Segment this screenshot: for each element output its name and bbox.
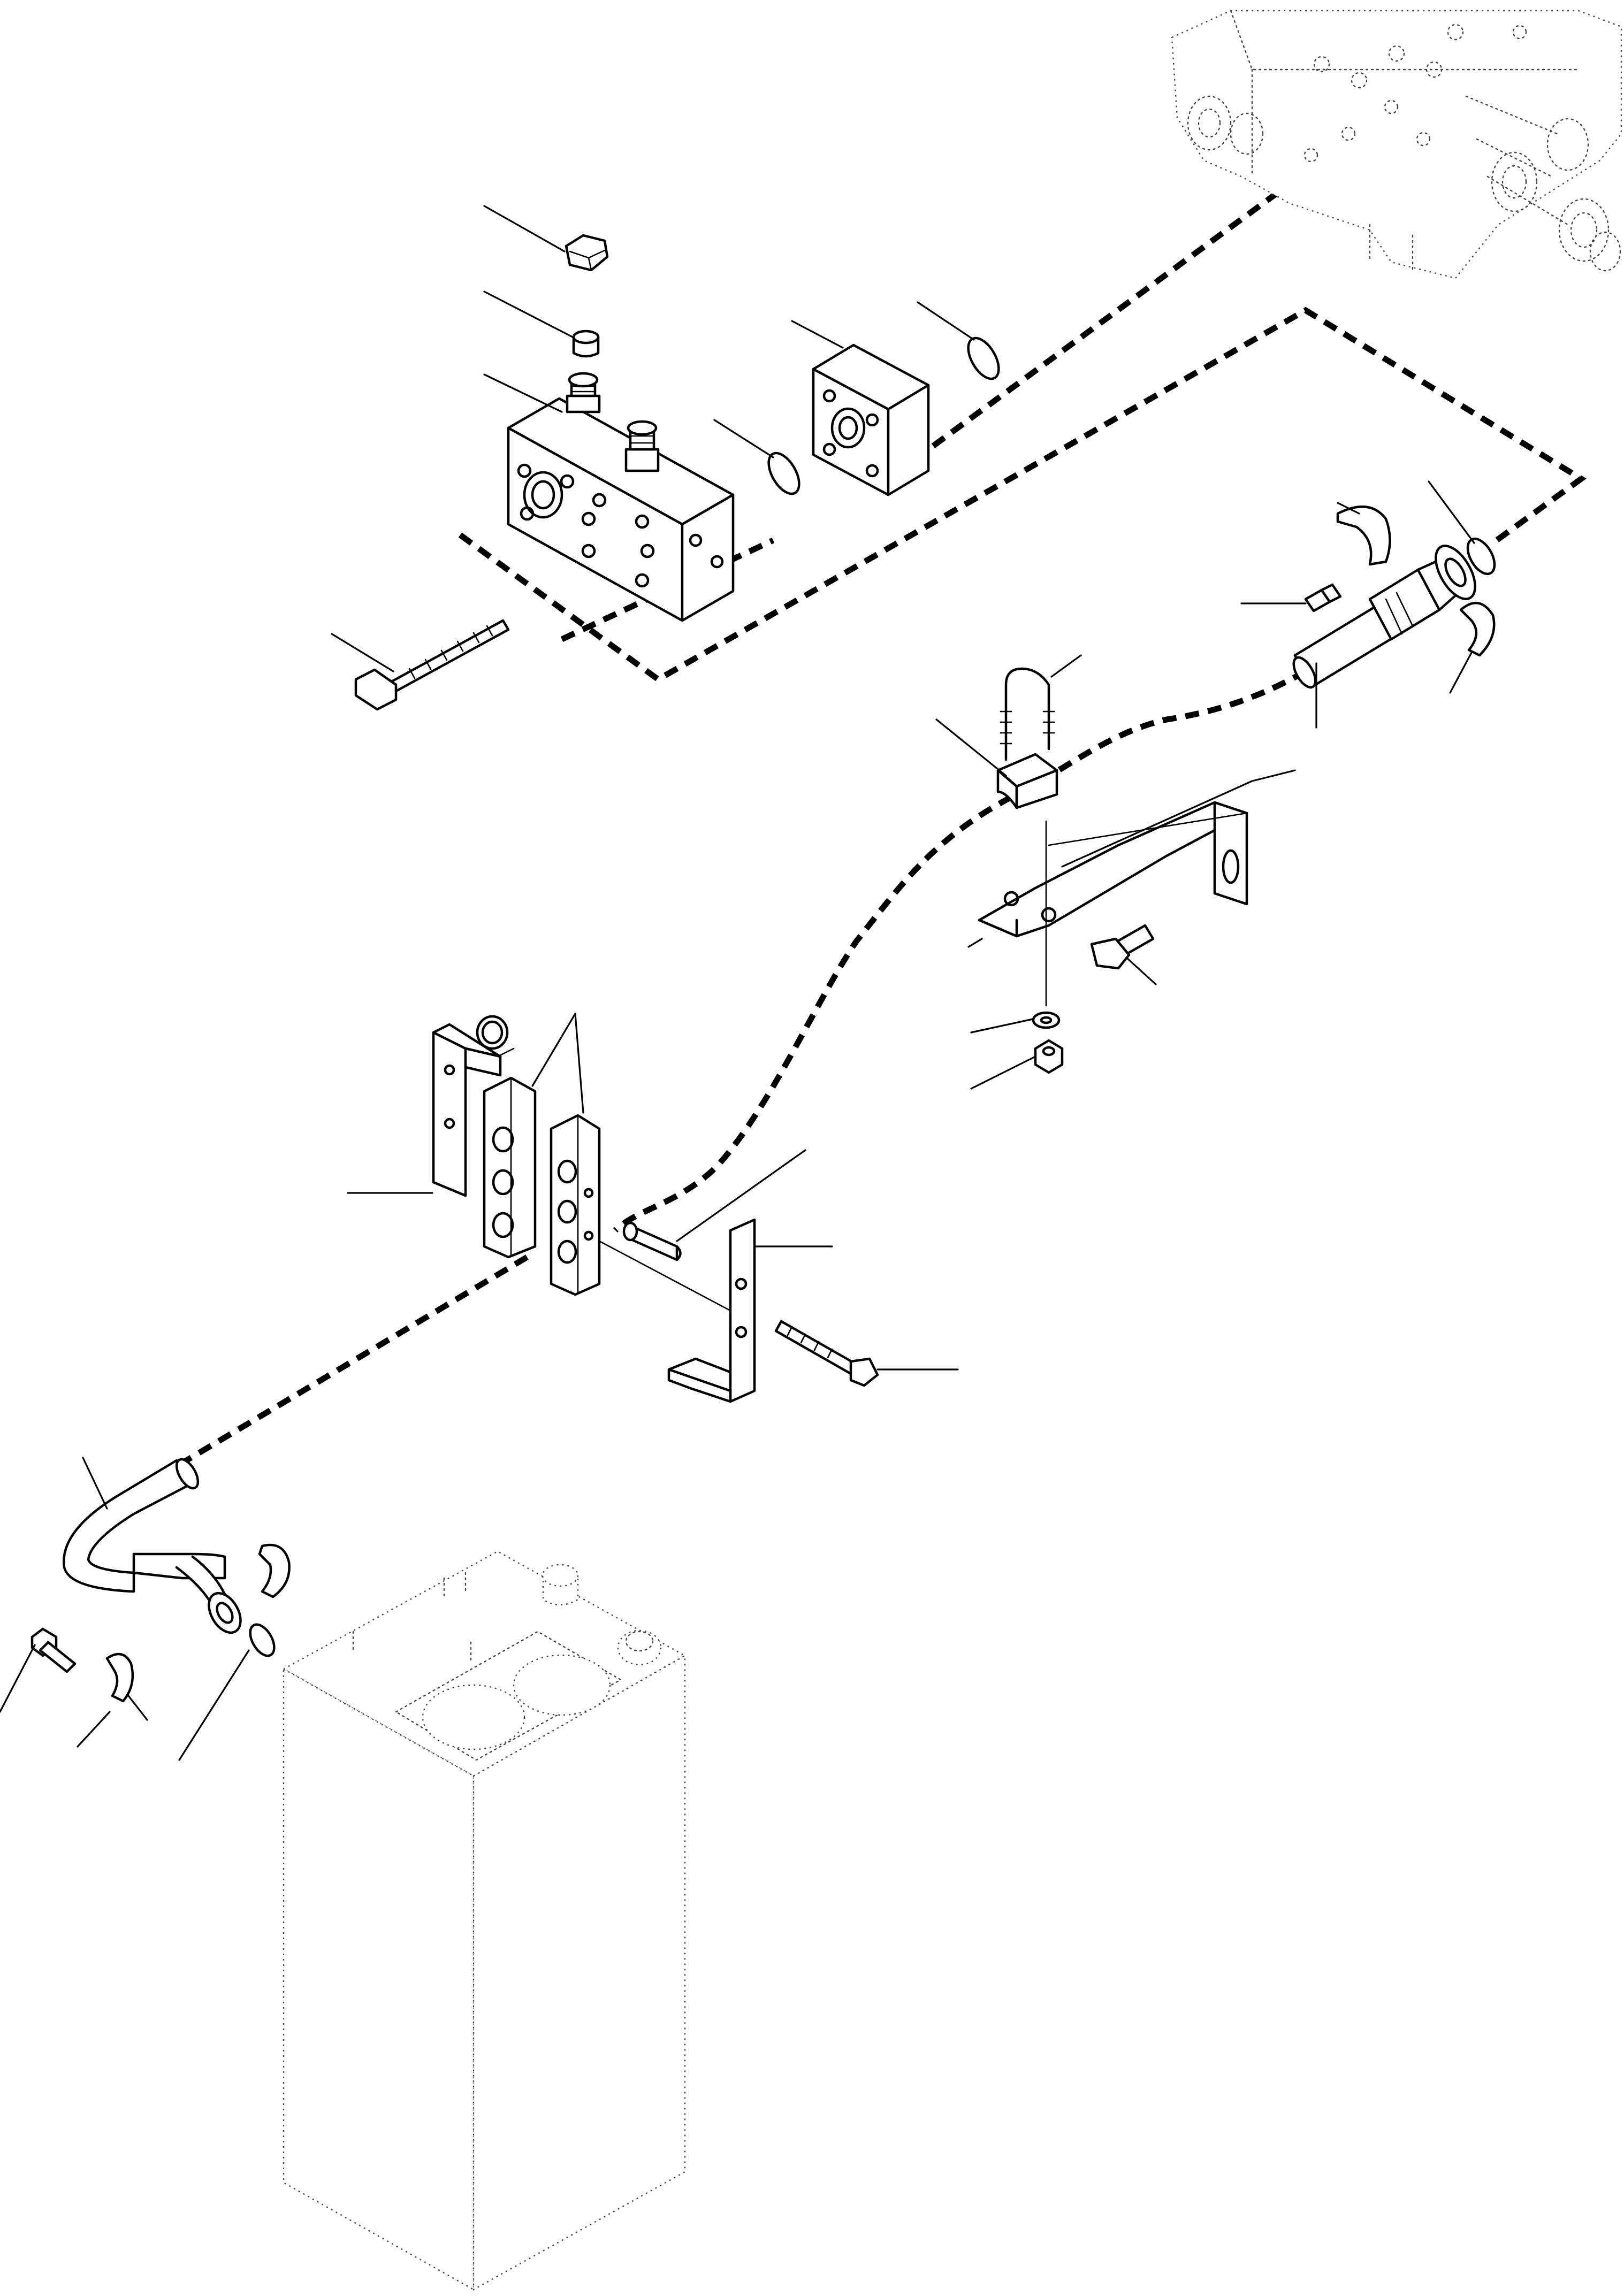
leader-lines xyxy=(0,205,1475,1761)
flange-adapter xyxy=(812,343,930,496)
leader-line xyxy=(1050,654,1082,678)
spacer-sleeve xyxy=(622,1221,682,1261)
long-bolt xyxy=(354,619,510,711)
leader-line xyxy=(0,1644,36,1713)
oil-tank xyxy=(282,1550,687,2291)
leader-line xyxy=(1337,502,1360,515)
leader-line xyxy=(1428,480,1475,544)
leader-line xyxy=(917,301,975,341)
washer xyxy=(1032,1011,1061,1029)
leader-line xyxy=(483,205,566,252)
control-valve-assembly xyxy=(1171,10,1622,279)
leader-line xyxy=(791,320,844,349)
leader-line xyxy=(127,1695,148,1721)
u-bolt xyxy=(1000,667,1055,761)
cap-nut xyxy=(565,234,609,272)
leader-line xyxy=(483,373,563,413)
l-bracket-right xyxy=(667,1218,756,1403)
flange-bolt xyxy=(1090,924,1155,970)
o-rings xyxy=(249,336,1496,1657)
leader-line xyxy=(676,1149,806,1242)
clamp-half-upper xyxy=(1336,505,1391,566)
dashed-path-return-loop xyxy=(458,307,1587,683)
fitting-upper xyxy=(566,372,601,414)
leader-line xyxy=(970,1055,1036,1090)
leader-line xyxy=(531,1013,576,1087)
support-bracket xyxy=(978,801,1248,938)
leader-line xyxy=(970,1018,1034,1034)
clamp-axis xyxy=(598,1240,731,1312)
l-bracket-left xyxy=(432,1023,502,1197)
dashed-path-hose-lower xyxy=(180,1254,529,1466)
clamp-bolt xyxy=(774,1320,879,1387)
dashed-path-flange-to-control-valve xyxy=(875,167,1310,489)
valve-block xyxy=(507,397,735,622)
dashed-path-hose xyxy=(613,669,1307,1233)
leader-line xyxy=(713,419,774,458)
small-screw xyxy=(1304,583,1342,613)
leader-line xyxy=(82,1457,108,1510)
clamp-plate-left xyxy=(483,1076,537,1259)
clamp-block xyxy=(996,753,1058,809)
leader-line xyxy=(1449,652,1473,694)
hose-fitting-upper xyxy=(1292,545,1476,689)
leader-line xyxy=(331,633,394,672)
nut xyxy=(1034,1039,1064,1074)
leader-line xyxy=(483,290,574,338)
clamp-plate-right xyxy=(550,1114,601,1296)
clamp-half-lower-left-a xyxy=(258,1543,291,1598)
hex-bolt-lower xyxy=(31,1627,77,1673)
leader-line xyxy=(967,938,983,948)
fitting-lower xyxy=(624,420,660,472)
leader-line xyxy=(1125,956,1157,985)
leader-line xyxy=(1061,769,1296,868)
hose-lower xyxy=(62,1458,242,1634)
clamp-half-lower xyxy=(1459,601,1496,657)
leader-line xyxy=(935,718,1007,777)
leader-line xyxy=(574,1013,584,1114)
clamp-half-lower-left-b xyxy=(105,1652,134,1703)
leader-line xyxy=(77,1711,111,1748)
leader-line xyxy=(178,1649,250,1761)
plug xyxy=(572,330,600,358)
